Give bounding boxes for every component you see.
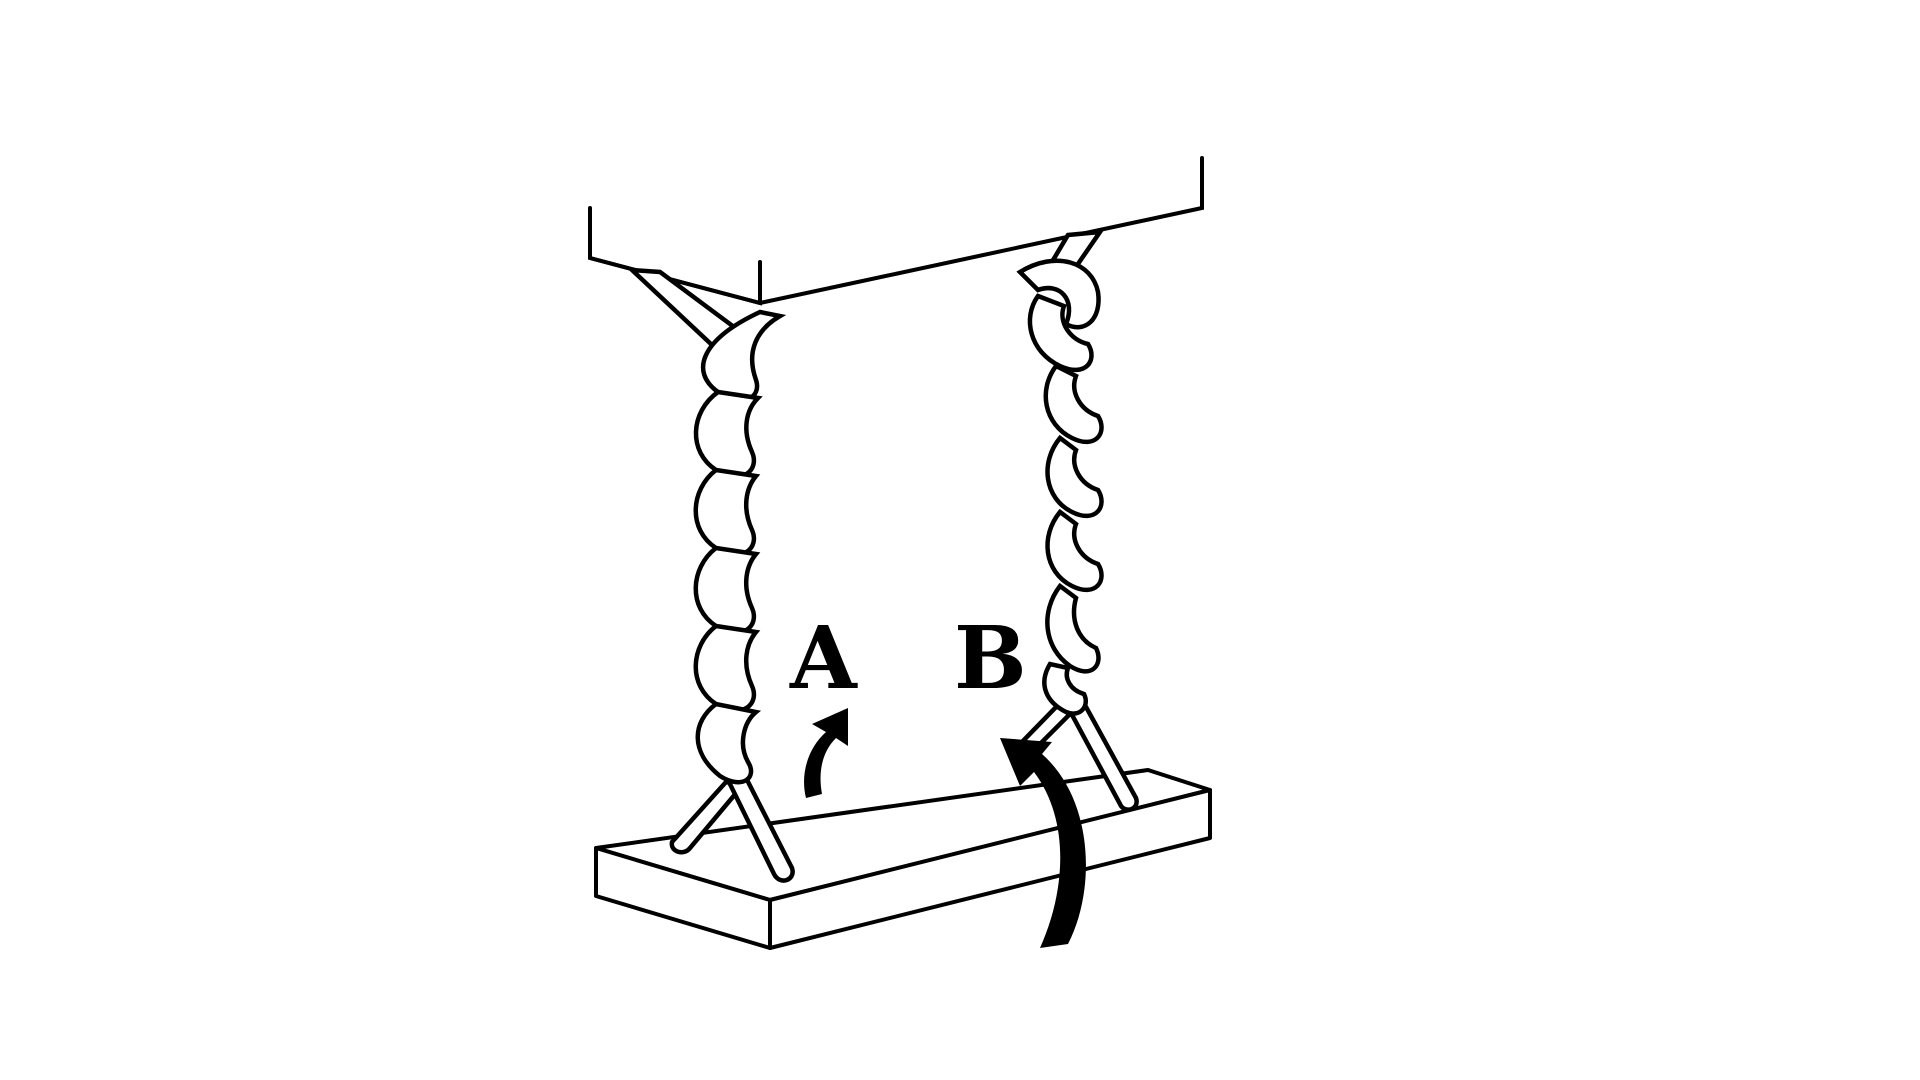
right-twisted-rope xyxy=(1016,258,1139,812)
label-a: A xyxy=(789,608,858,709)
arrow-a-icon xyxy=(804,708,848,798)
label-b: B xyxy=(954,608,1027,709)
left-twisted-rope xyxy=(669,309,795,883)
arrow-b-icon xyxy=(1000,738,1086,948)
ceiling-beam xyxy=(588,156,1204,306)
